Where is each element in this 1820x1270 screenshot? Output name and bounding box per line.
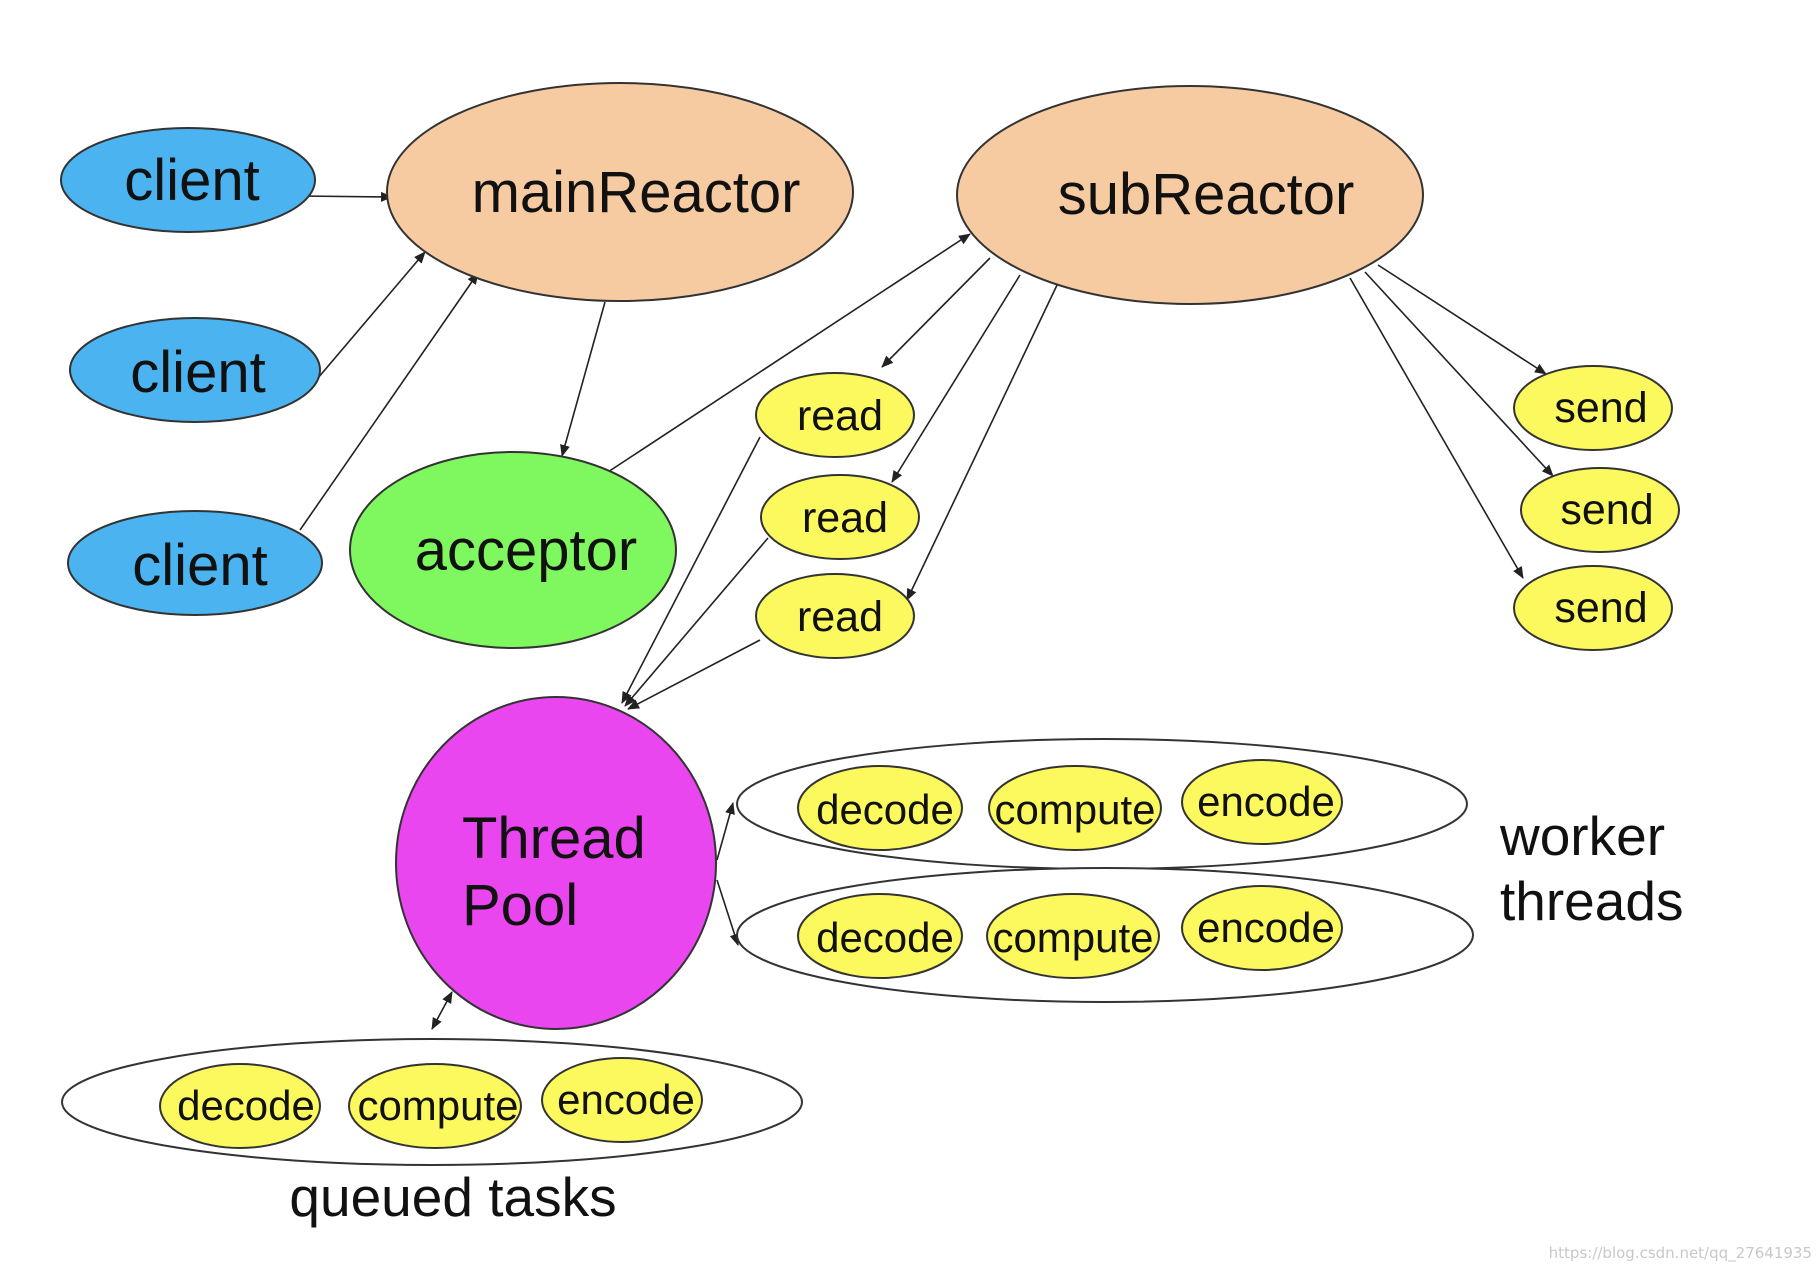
acceptor-node: acceptor — [349, 451, 677, 649]
worker-threads-label-line1: worker — [1499, 805, 1665, 867]
read-label-2: read — [802, 494, 888, 542]
read-node-2: read — [760, 474, 920, 560]
send-node-1: send — [1513, 365, 1673, 451]
send-label-2: send — [1560, 486, 1653, 534]
arrow-subreactor-to-read2 — [891, 274, 1021, 483]
thread-pool-node: Thread Pool — [395, 696, 717, 1030]
arrow-read2-to-threadpool — [624, 537, 769, 707]
arrow-subreactor-to-read3 — [906, 282, 1059, 601]
arrow-threadpool-to-worker1 — [716, 802, 735, 861]
arrow-acceptor-to-subreactor — [607, 233, 971, 473]
worker1-compute-label: compute — [994, 786, 1155, 833]
arrow-mainreactor-to-acceptor — [560, 301, 606, 457]
client-node-1: client — [60, 127, 316, 233]
connectors — [299, 191, 1554, 1030]
worker1-encode-label: encode — [1197, 778, 1335, 825]
worker1-decode-label: decode — [816, 786, 954, 833]
queued-tasks-label: queued tasks — [289, 1166, 616, 1228]
client-label-2: client — [130, 340, 265, 405]
arrow-read3-to-threadpool — [627, 639, 761, 710]
send-label-3: send — [1554, 584, 1647, 632]
arrow-subreactor-to-send1 — [1377, 264, 1547, 375]
arrow-threadpool-to-worker2 — [716, 879, 740, 946]
arrow-subreactor-to-send3 — [1349, 277, 1524, 579]
client-label-1: client — [124, 148, 259, 213]
send-label-1: send — [1554, 384, 1647, 432]
worker-thread-row-2: decode compute encode — [736, 867, 1474, 1003]
watermark-text: https://blog.csdn.net/qq_27641935 — [1549, 1244, 1812, 1263]
arrow-threadpool-queue-bidirectional — [431, 991, 453, 1030]
thread-pool-label-line1: Thread — [462, 806, 646, 871]
queue-decode-label: decode — [177, 1082, 315, 1129]
queue-compute-label: compute — [357, 1082, 518, 1129]
worker2-encode-label: encode — [1197, 904, 1335, 951]
queued-tasks-group: decode compute encode — [61, 1038, 803, 1166]
arrow-read1-to-threadpool — [621, 436, 761, 704]
queue-encode-label: encode — [557, 1076, 695, 1123]
send-node-2: send — [1520, 467, 1680, 553]
sub-reactor-node: subReactor — [956, 85, 1424, 305]
arrow-client3-to-mainreactor — [299, 272, 479, 531]
worker2-decode-label: decode — [816, 914, 954, 961]
read-label-3: read — [797, 593, 883, 641]
sub-reactor-label: subReactor — [1058, 162, 1355, 227]
arrow-subreactor-to-read1 — [881, 257, 991, 368]
read-label-1: read — [797, 392, 883, 440]
main-reactor-node: mainReactor — [386, 82, 854, 302]
worker2-compute-label: compute — [992, 914, 1153, 961]
acceptor-label: acceptor — [415, 518, 637, 583]
arrow-client2-to-mainreactor — [317, 251, 426, 379]
read-node-3: read — [755, 573, 915, 659]
main-reactor-label: mainReactor — [472, 160, 801, 225]
client-node-2: client — [69, 317, 321, 423]
worker-threads-label-line2: threads — [1500, 870, 1683, 932]
arrow-subreactor-to-send2 — [1364, 271, 1554, 477]
thread-pool-label-line2: Pool — [462, 873, 578, 938]
client-label-3: client — [132, 533, 267, 598]
arrow-client1-to-mainreactor — [299, 191, 393, 202]
send-node-3: send — [1513, 565, 1673, 651]
read-node-1: read — [755, 372, 915, 458]
worker-thread-row-1: decode compute encode — [736, 738, 1468, 870]
client-node-3: client — [67, 510, 323, 616]
